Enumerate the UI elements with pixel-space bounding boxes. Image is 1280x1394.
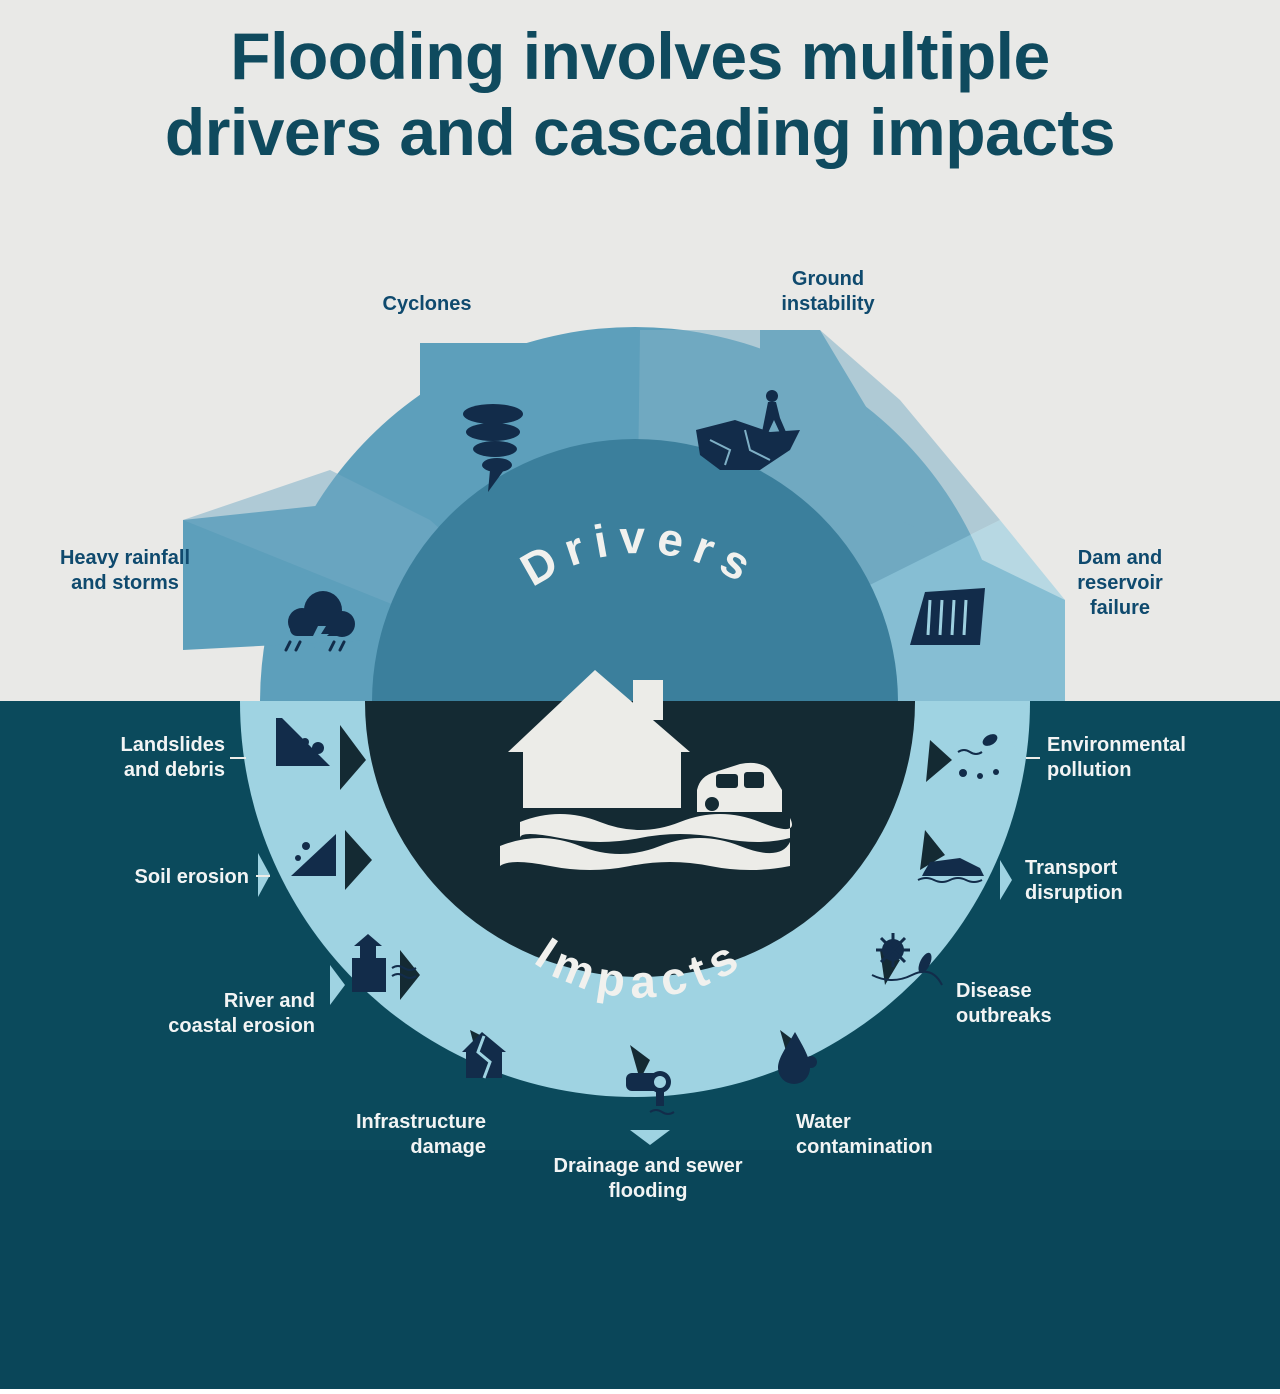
title-line-2: drivers and cascading impacts [164,95,1116,169]
label-infrastructure: Infrastructure damage [355,1111,486,1158]
rain-cloud-lightning-icon [284,591,355,652]
dam-icon [910,588,985,645]
car-icon [697,762,782,812]
label-ground-instability: Ground instability [781,268,875,315]
impacts-gear [240,701,1030,1145]
page-title: Flooding involves multiple drivers and c… [0,18,1280,170]
soil-erosion-icon [291,834,336,876]
label-river-coastal: River and coastal erosion [168,990,315,1037]
damaged-house-icon [462,1032,506,1079]
pollution-icon [957,734,999,779]
label-water-contamination: Water contamination [796,1111,933,1158]
label-connectors [230,757,1040,877]
label-dam-failure: Dam and reservoir failure [1077,547,1163,619]
label-disease: Disease outbreaks [956,980,1052,1027]
label-pollution: Environmental pollution [1047,734,1186,781]
label-landslides: Landslides and debris [120,734,225,781]
contaminated-drop-icon [778,1032,817,1084]
label-transport: Transport disruption [1025,857,1123,904]
virus-icon [871,933,943,986]
tornado-icon [463,404,523,492]
label-drainage: Drainage and sewer flooding [553,1155,743,1202]
waves-icon [500,814,792,870]
submerged-car-icon [917,858,984,883]
sewer-pipe-icon [626,1071,675,1115]
flooded-house-icon [508,670,690,808]
landslide-icon [276,718,330,766]
coastal-erosion-icon [352,934,417,992]
label-soil-erosion: Soil erosion [134,866,249,888]
label-heavy-rainfall: Heavy rainfall and storms [59,547,191,594]
label-cyclones: Cyclones [382,293,472,315]
title-line-1: Flooding involves multiple [230,19,1050,93]
cracked-ground-icon [696,390,800,470]
